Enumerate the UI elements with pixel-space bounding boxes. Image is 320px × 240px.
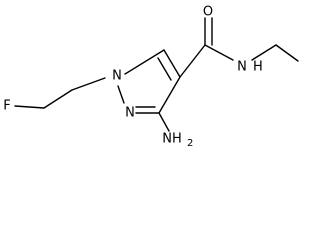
bond-ch2-ch3 [275,44,299,62]
oxygen-label: O [203,5,213,20]
bond-amide-n-ch2 [251,44,277,61]
atom-labels: O N H N N F NH 2 [3,5,263,149]
amino-subscript-label: 2 [187,138,193,148]
bond-carbonyl-amide-n [204,44,234,61]
molecule-structure: O N H N N F NH 2 [3,5,299,149]
bond-c5-c4-inner [157,57,172,81]
bond-n2-n1 [117,85,125,104]
pyrazole-n2-label: N [125,106,135,121]
bond-c4-c3 [158,76,181,114]
fluorine-label: F [3,99,10,114]
bond-ch2-ch2f [43,89,73,109]
bond-n1-ch2 [71,77,106,91]
amino-group-label: NH [162,132,182,147]
bonds [14,17,299,132]
bond-c5-c4 [163,49,181,78]
bond-ch2f-fluorine [14,105,45,109]
amide-hydrogen-label: H [253,60,263,75]
pyrazole-n1-label: N [112,69,122,84]
amide-nitrogen-label: N [237,60,247,75]
bond-c3-amino [158,112,170,132]
bond-c4-carbonyl [179,44,206,78]
bond-n1-c5 [124,49,165,75]
